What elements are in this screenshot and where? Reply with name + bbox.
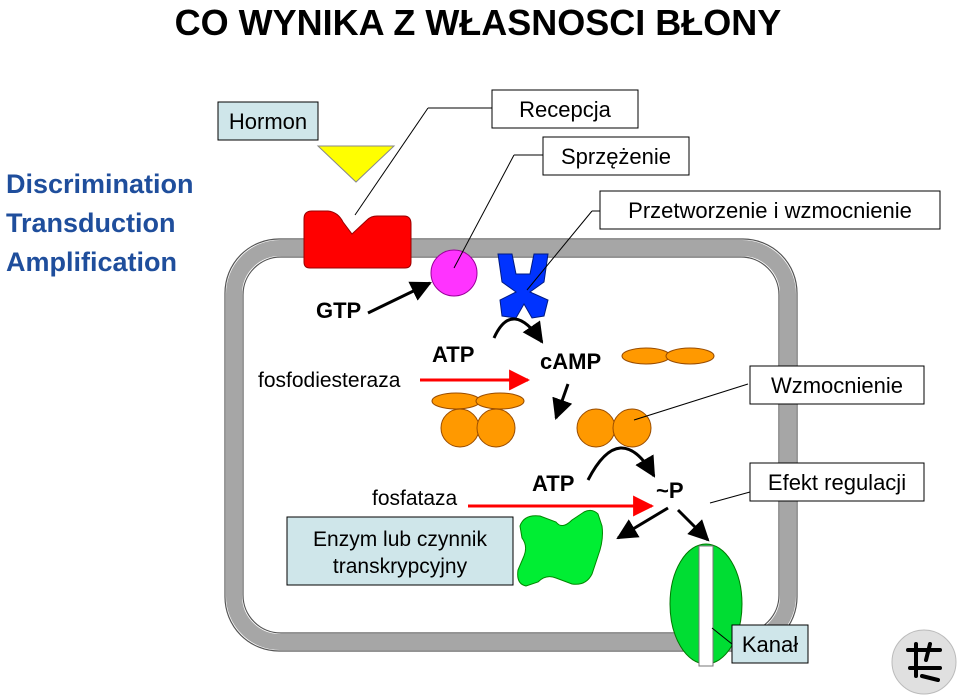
hormon-label: Hormon bbox=[229, 109, 307, 134]
camp-down-arrow bbox=[552, 383, 573, 420]
cyclase-curved-arrow bbox=[492, 317, 544, 344]
atp-bottom-label: ATP bbox=[532, 471, 574, 496]
receptor-icon bbox=[303, 210, 412, 269]
hormon-label-box bbox=[217, 101, 319, 141]
przetworzenie-label: Przetworzenie i wzmocnienie bbox=[628, 198, 912, 223]
adenylyl-cyclase-icon bbox=[497, 253, 549, 319]
fosfodiesteraza-label: fosfodiesteraza bbox=[258, 369, 401, 392]
camp-bound-ellipse-1 bbox=[621, 347, 671, 365]
camp-bound-ellipse-2 bbox=[665, 347, 715, 365]
active-catalytic-circle-1 bbox=[576, 408, 616, 448]
gtp-label: GTP bbox=[316, 298, 361, 323]
side-term-discrimination: Discrimination bbox=[6, 169, 194, 199]
gtp-arrow bbox=[367, 281, 432, 315]
wzmocnienie-pointer bbox=[633, 383, 749, 421]
p-to-enzyme-arrow bbox=[616, 506, 669, 540]
atp-top-label: ATP bbox=[432, 342, 474, 367]
wzmocnienie-label-box bbox=[749, 365, 925, 405]
enzym-label-line1: Enzym lub czynnik bbox=[313, 528, 487, 551]
target-enzyme-icon bbox=[517, 509, 603, 587]
kanal-label-box bbox=[731, 624, 809, 664]
pka-regulatory-ellipse-1 bbox=[431, 392, 481, 410]
kinase-curved-arrow bbox=[586, 446, 656, 481]
camp-label: cAMP bbox=[540, 349, 601, 374]
ion-channel-pore bbox=[698, 545, 714, 667]
recepcja-label: Recepcja bbox=[519, 97, 611, 122]
cell-membrane-outline bbox=[224, 238, 798, 652]
sprzezenie-label: Sprzężenie bbox=[561, 144, 671, 169]
efekt-pointer bbox=[709, 491, 751, 504]
recepcja-pointer bbox=[354, 107, 429, 216]
phosphate-label: ~P bbox=[656, 478, 684, 503]
pka-catalytic-circle-1 bbox=[440, 408, 480, 448]
sprzezenie-pointer bbox=[453, 154, 515, 269]
enzym-label-line2: transkrypcyjny bbox=[333, 555, 468, 578]
hormone-triangle-icon bbox=[316, 145, 396, 183]
kanal-label: Kanał bbox=[742, 632, 798, 657]
pka-catalytic-circle-2 bbox=[476, 408, 516, 448]
enzym-label-box bbox=[286, 516, 514, 586]
sprzezenie-label-box bbox=[542, 136, 690, 176]
side-term-amplification: Amplification bbox=[6, 247, 177, 277]
g-protein-icon bbox=[430, 249, 478, 297]
active-catalytic-circle-2 bbox=[612, 408, 652, 448]
kanal-pointer bbox=[711, 627, 733, 645]
side-term-transduction: Transduction bbox=[6, 208, 176, 238]
pka-regulatory-ellipse-2 bbox=[475, 392, 525, 410]
logo-icon bbox=[891, 629, 957, 695]
p-to-channel-arrow bbox=[676, 508, 710, 542]
efekt-label-box bbox=[749, 462, 925, 502]
przetworzenie-pointer bbox=[526, 210, 593, 291]
efekt-label: Efekt regulacji bbox=[768, 470, 906, 495]
przetworzenie-label-box bbox=[599, 190, 941, 230]
fosfataza-label: fosfataza bbox=[372, 487, 458, 510]
recepcja-label-box bbox=[491, 89, 639, 129]
page-title: CO WYNIKA Z WŁASNOSCI BŁONY bbox=[175, 2, 782, 43]
wzmocnienie-label: Wzmocnienie bbox=[771, 373, 903, 398]
